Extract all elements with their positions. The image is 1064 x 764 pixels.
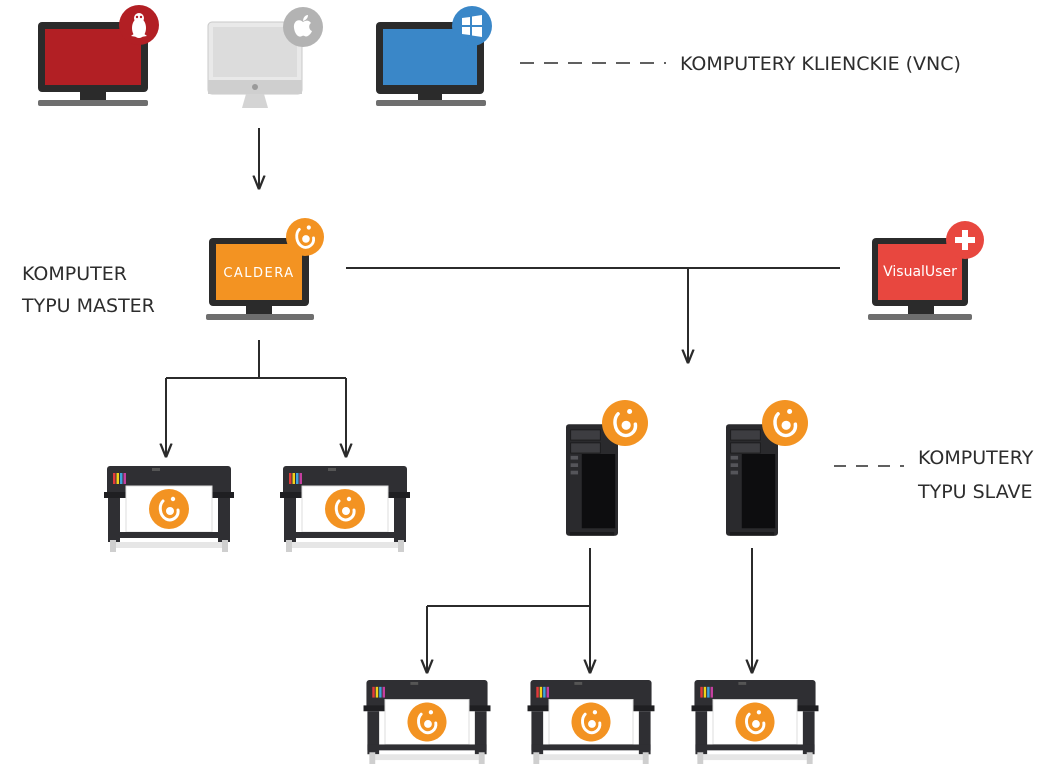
slave2-caldera-icon (762, 400, 808, 446)
visualuser-screen (878, 244, 962, 300)
master-screen (216, 244, 302, 300)
master-label-line2: TYPU MASTER (21, 295, 155, 317)
printer-slave-1 (364, 680, 491, 764)
printer-slave-2 (528, 680, 655, 764)
apple-icon (283, 7, 323, 47)
mac-screen (213, 27, 297, 77)
client-mac (207, 7, 323, 108)
slave1-caldera-icon (602, 400, 648, 446)
slave-computer-2 (726, 400, 808, 537)
master-computer: CALDERA (206, 218, 324, 320)
slaves-label-line1: KOMPUTERY (918, 447, 1034, 469)
windows-icon (452, 6, 492, 46)
printer-master-1 (104, 466, 234, 552)
client-windows (376, 6, 492, 106)
printer-slave-3 (692, 680, 819, 764)
slaves-label-line2: TYPU SLAVE (917, 481, 1032, 503)
visualuser-computer: VisualUser (868, 221, 984, 320)
master-label-line1: KOMPUTER (22, 263, 127, 285)
plus-icon (946, 221, 984, 259)
clients-label: KOMPUTERY KLIENCKIE (VNC) (680, 53, 961, 75)
master-screen-text: CALDERA (223, 266, 294, 281)
caldera-logo-icon (286, 218, 324, 256)
slave-computer-1 (566, 400, 648, 537)
client-linux (38, 5, 159, 106)
printer-master-2 (280, 466, 410, 552)
linux-icon (119, 5, 159, 45)
visualuser-screen-text: VisualUser (883, 264, 957, 280)
